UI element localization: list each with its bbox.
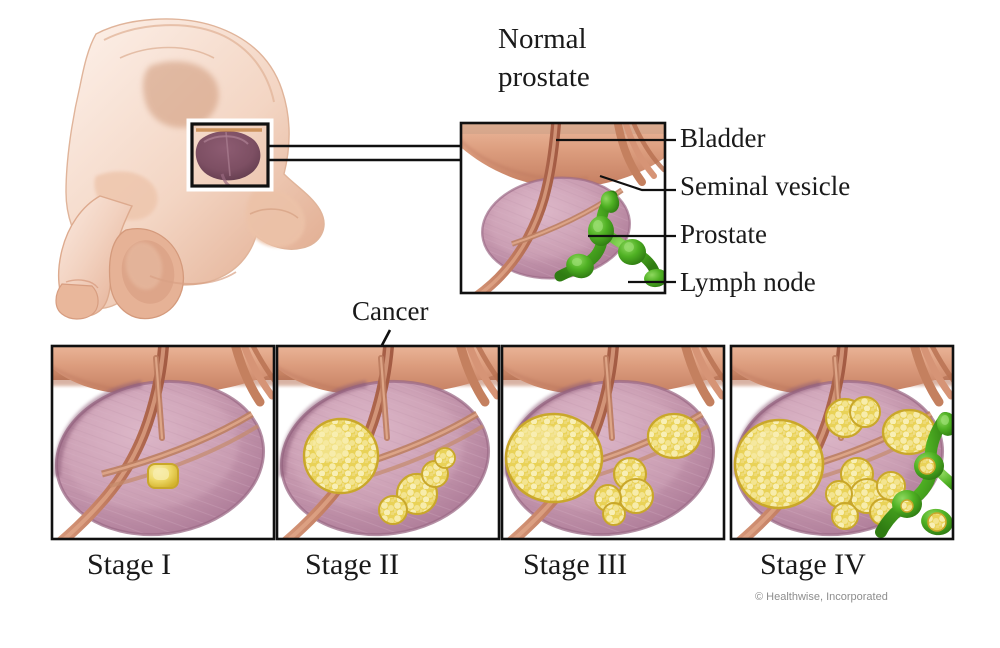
prostate-in-body [195, 128, 262, 188]
seminal-vesicle-art [614, 123, 665, 186]
tumor-cluster [147, 463, 179, 489]
tumor-cluster [733, 396, 937, 530]
label-prostate: Prostate [680, 219, 767, 249]
label-cancer: Cancer [352, 296, 429, 326]
stage-label-3: Stage III [523, 548, 628, 581]
stage-panel-3 [500, 344, 726, 541]
lymph-node-art [554, 190, 665, 288]
panel-frame [275, 344, 501, 541]
stage-label-4: Stage IV [760, 548, 866, 581]
stage-panel-2 [275, 344, 501, 541]
label-seminal-vesicle: Seminal vesicle [680, 171, 851, 201]
inset-frame [459, 121, 667, 295]
label-lymph-node: Lymph node [680, 267, 816, 297]
inset-title-line1: Normal [498, 23, 587, 55]
tumor-cluster [302, 417, 456, 525]
callout-box-body [190, 122, 270, 188]
panel-frame [729, 344, 955, 541]
stage-panel-1 [50, 344, 276, 541]
label-bladder: Bladder [680, 123, 766, 153]
stage-label-2: Stage II [305, 548, 400, 581]
inset-title-line2: prostate [498, 61, 590, 93]
stage-panel-4 [729, 344, 955, 541]
callout-connector-lines [268, 144, 460, 162]
panel-frame [500, 344, 726, 541]
copyright-notice: © Healthwise, Incorporated [755, 591, 888, 603]
anatomy-label-leaders [556, 138, 676, 284]
normal-prostate-inset [459, 121, 667, 295]
callout-box-halo [186, 118, 274, 192]
male-pelvis-anatomy-figure [55, 18, 325, 320]
panel-frame [50, 344, 276, 541]
tumor-cluster [504, 412, 702, 526]
stage-label-1: Stage I [87, 548, 172, 581]
leader-seminal-vesicle [599, 174, 676, 192]
